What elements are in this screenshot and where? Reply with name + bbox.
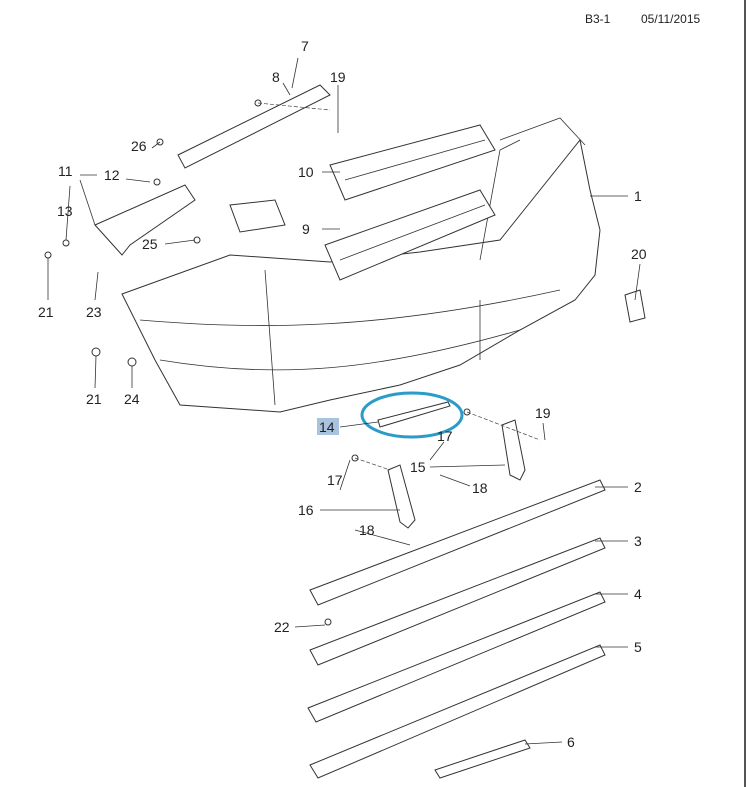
bracket-upper[interactable] — [177, 84, 331, 169]
callout-15: 15 — [410, 459, 426, 475]
callout-21: 21 — [38, 304, 54, 320]
molding-6[interactable] — [434, 739, 531, 779]
callout-20: 20 — [631, 246, 647, 262]
page-border — [744, 0, 746, 787]
callout-24: 24 — [124, 391, 140, 407]
reflector-strip[interactable] — [377, 401, 451, 428]
tow-hook-cover[interactable] — [624, 289, 646, 323]
callout-7: 7 — [301, 38, 309, 54]
side-bracket[interactable] — [94, 184, 286, 256]
callout-8: 8 — [272, 69, 280, 85]
callout-3: 3 — [634, 533, 642, 549]
callout-25: 25 — [142, 236, 158, 252]
diagram-code: B3-1 — [585, 12, 611, 26]
leader-lines — [47, 57, 641, 745]
highlight-ring — [360, 391, 464, 439]
callout-9: 9 — [302, 221, 310, 237]
energy-absorber-lower[interactable] — [324, 189, 496, 281]
callout-21-lower: 21 — [86, 391, 102, 407]
callout-2: 2 — [634, 479, 642, 495]
callout-16: 16 — [298, 502, 314, 518]
callout-19-lower: 19 — [535, 405, 551, 421]
callout-17: 17 — [437, 428, 453, 444]
callout-18: 18 — [472, 480, 488, 496]
rear-bumper-fascia[interactable] — [121, 117, 601, 413]
callout-4: 4 — [634, 586, 642, 602]
molding-3[interactable] — [309, 537, 606, 666]
callout-14[interactable]: 14 — [319, 419, 335, 435]
callout-17-lower: 17 — [327, 472, 343, 488]
callout-11: 11 — [58, 163, 73, 179]
callout-12: 12 — [104, 167, 120, 183]
callout-22: 22 — [274, 619, 290, 635]
diagram-date: 05/11/2015 — [641, 12, 701, 26]
bracket-left[interactable] — [387, 464, 416, 529]
molding-4[interactable] — [307, 591, 606, 723]
callout-19: 19 — [330, 69, 346, 85]
highlight-label-bg — [317, 418, 339, 435]
bracket-right[interactable] — [501, 419, 526, 481]
molding-5[interactable] — [309, 644, 606, 779]
energy-absorber-upper[interactable] — [329, 124, 496, 201]
callout-6: 6 — [567, 734, 575, 750]
callout-18-lower: 18 — [359, 522, 375, 538]
callout-13: 13 — [57, 203, 73, 219]
callout-26: 26 — [131, 138, 147, 154]
callout-10: 10 — [298, 164, 314, 180]
callout-1: 1 — [634, 188, 642, 204]
callout-23: 23 — [86, 304, 102, 320]
callout-5: 5 — [634, 639, 642, 655]
molding-2[interactable] — [309, 479, 606, 606]
